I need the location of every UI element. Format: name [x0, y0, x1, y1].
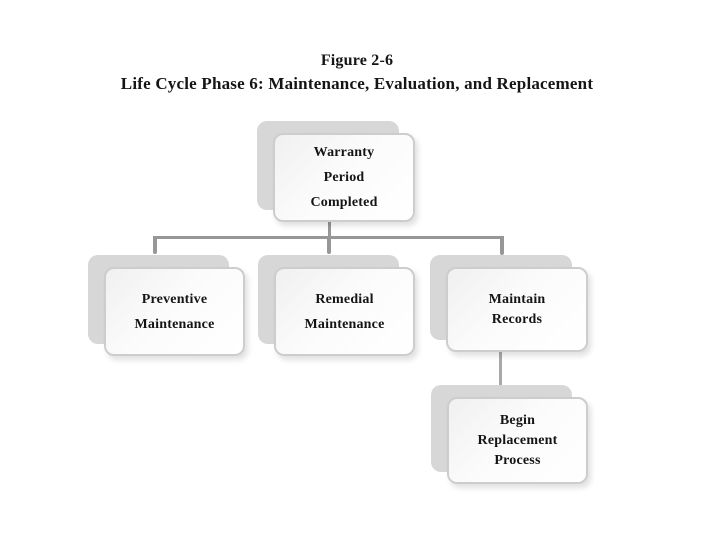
figure-number: Figure 2-6 — [320, 52, 394, 69]
node-box: Warranty Period Completed — [273, 133, 415, 222]
node-label: Warranty Period Completed — [310, 145, 378, 210]
node-box: Remedial Maintenance — [274, 267, 415, 356]
edge-warranty-stem — [328, 221, 331, 237]
edge-drop-remedial — [327, 236, 331, 254]
node-warranty-period-completed: Warranty Period Completed — [257, 121, 415, 222]
edge-drop-preventive — [153, 236, 157, 254]
node-preventive-maintenance: Preventive Maintenance — [88, 255, 245, 356]
edge-drop-maintain — [500, 236, 504, 255]
node-box: Preventive Maintenance — [104, 267, 245, 356]
node-remedial-maintenance: Remedial Maintenance — [258, 255, 415, 356]
figure-title: Life Cycle Phase 6: Maintenance, Evaluat… — [120, 74, 594, 93]
node-box: Maintain Records — [446, 267, 588, 352]
node-begin-replacement-process: Begin Replacement Process — [431, 385, 588, 484]
node-label: Begin Replacement Process — [477, 412, 558, 468]
node-label: Remedial Maintenance — [304, 291, 385, 332]
node-label: Preventive Maintenance — [134, 291, 215, 332]
edge-maintain-to-begin — [499, 352, 502, 386]
node-label: Maintain Records — [488, 291, 546, 327]
node-maintain-records: Maintain Records — [430, 255, 588, 352]
figure-title-block: Figure 2-6 Life Cycle Phase 6: Maintenan… — [0, 50, 714, 96]
node-box: Begin Replacement Process — [447, 397, 588, 484]
